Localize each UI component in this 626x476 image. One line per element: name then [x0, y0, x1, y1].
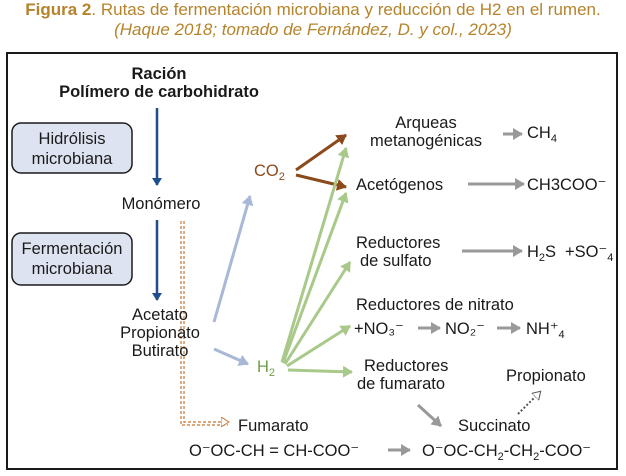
reductores-sulfato-label-1: Reductores	[356, 234, 440, 252]
fermentacion-label-1: Fermentación	[22, 240, 123, 258]
ch3coo-label: CH3COO⁻	[527, 176, 606, 194]
propionato-out-label: Propionato	[506, 367, 586, 385]
succinato-formula: O⁻OC-CH2-CH2-COO⁻	[422, 442, 591, 463]
h2-label: H2	[257, 358, 275, 379]
fumarato-label: Fumarato	[238, 417, 309, 435]
reductores-fumarato-label-1: Reductores	[364, 357, 448, 375]
arrow-acetato-co2	[212, 195, 254, 323]
reductores-sulfato-label-2: de sulfato	[360, 252, 432, 270]
reductores-nitrato-label: Reductores de nitrato	[356, 296, 514, 314]
succinato-label: Succinato	[458, 417, 530, 435]
caption-label: Figura 2	[25, 0, 92, 19]
arrow-h2-nitrato	[286, 324, 351, 368]
diagram-frame	[6, 52, 618, 470]
caption-reference: (Haque 2018; tomado de Fernández, D. y c…	[114, 20, 512, 39]
arqueas-label-2: metanogénicas	[370, 132, 482, 150]
no2-label: NO₂⁻	[445, 320, 485, 338]
figure-caption: Figura 2. Rutas de fermentación microbia…	[0, 0, 626, 52]
so4-label: +SO⁻4	[565, 243, 613, 264]
dashed-path-inner	[183, 221, 228, 422]
arrow-h2-arqueas	[280, 147, 350, 363]
fermentacion-box	[11, 232, 133, 286]
nh4-label: NH⁺4	[526, 320, 565, 341]
dashed-path-outer	[180, 221, 228, 426]
propionato-label: Propionato	[120, 324, 200, 342]
arrow-co2-acetogenos	[295, 173, 347, 191]
polimero-label: Polímero de carbohidrato	[59, 83, 259, 101]
h2s-label: H2S	[527, 243, 556, 264]
arqueas-label-1: Arqueas	[395, 114, 456, 132]
monomero-label: Monómero	[122, 195, 201, 213]
butirato-label: Butirato	[132, 342, 189, 360]
arrow-fumarato-succinato	[416, 403, 443, 428]
arrow-co2-arqueas	[295, 133, 347, 172]
acetato-label: Acetato	[132, 306, 188, 324]
arrow-succinato-propionato	[517, 392, 540, 415]
hidrolisis-label-2: microbiana	[32, 150, 114, 168]
caption-text: Rutas de fermentación microbiana y reduc…	[96, 0, 601, 19]
hidrolisis-label-1: Hidrólisis	[39, 130, 106, 148]
no3-label: +NO₃⁻	[354, 320, 404, 338]
ch4-label: CH4	[527, 124, 557, 145]
acetogenos-label: Acetógenos	[356, 176, 443, 194]
fumarato-formula: O⁻OC-CH = CH-COO⁻	[189, 442, 359, 460]
hidrolisis-box	[11, 122, 133, 174]
reductores-fumarato-label-2: de fumarato	[357, 375, 445, 393]
arrow-h2-fumarato	[287, 365, 353, 378]
fermentacion-label-2: microbiana	[32, 260, 114, 278]
racion-label: Ración	[131, 65, 186, 83]
caption-separator: .	[91, 0, 97, 19]
co2-label: CO2	[254, 162, 285, 183]
arrow-h2-sulfato	[283, 261, 352, 365]
arrow-h2-acetogenos	[281, 192, 349, 364]
arrow-butirato-h2	[213, 347, 249, 366]
